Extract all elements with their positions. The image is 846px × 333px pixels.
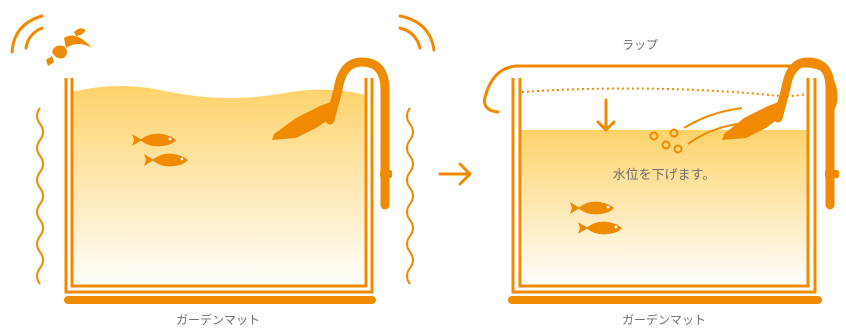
bubbles-icon (649, 107, 743, 154)
right-hose (773, 57, 835, 210)
right-mat (508, 296, 822, 304)
fish-icon (144, 153, 188, 167)
right-hose-nozzle (722, 100, 784, 140)
left-tank-frame (64, 78, 374, 294)
vibration-left-icon (36, 107, 44, 285)
fish-icon (578, 221, 622, 235)
left-hose (325, 57, 390, 210)
wrap-film (483, 64, 838, 118)
right-arrow-icon (438, 162, 472, 186)
right-tank-frame (511, 78, 817, 294)
splash-icon (46, 28, 92, 66)
shake-arc-left-icon (10, 14, 44, 54)
wrap-label: ラップ (621, 38, 659, 52)
fish-icon (132, 133, 176, 147)
left-hose-inner (346, 68, 379, 205)
mat-left-label: ガーデンマット (175, 313, 261, 327)
shake-arc-left-inner-icon (24, 26, 44, 50)
shake-arc-right-inner-icon (398, 26, 422, 50)
left-hose-nozzle (272, 100, 336, 140)
right-water (520, 130, 808, 287)
right-hose-inner (793, 68, 824, 205)
right-tank (483, 57, 839, 304)
water-level-label: 水位を下げます。 (612, 168, 716, 183)
down-arrow-icon (596, 98, 616, 132)
right-hose-clip (825, 170, 839, 178)
left-mat (64, 296, 376, 304)
shake-arc-right-icon (398, 14, 436, 52)
mat-right-label: ガーデンマット (621, 313, 707, 327)
fish-icon (570, 201, 614, 215)
wrap-dotted-line (521, 87, 807, 97)
vibration-right-icon (406, 107, 414, 285)
left-hose-clip (380, 170, 392, 178)
left-tank (10, 14, 436, 304)
